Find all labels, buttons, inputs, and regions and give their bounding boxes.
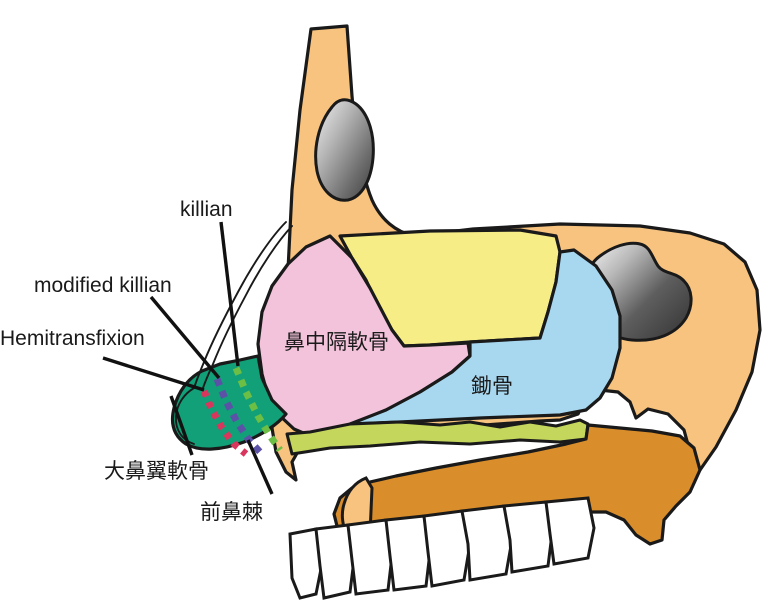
dorsum-skin-line-inner [202, 225, 293, 389]
label-anterior-nasal-spine: 前鼻棘 [200, 500, 263, 524]
tooth-7 [502, 500, 554, 574]
tooth-8 [544, 496, 596, 566]
leader-anterior-nasal-spine [246, 439, 274, 495]
dorsum-skin-line [193, 221, 287, 389]
region-frontal-sinus-cavity [314, 98, 375, 202]
region-vomer [348, 248, 622, 426]
incision-killian [232, 366, 283, 453]
label-septal-cartilage: 鼻中隔軟骨 [284, 330, 389, 354]
label-hemitransfixion: Hemitransfixion [0, 327, 145, 350]
tooth-4 [384, 514, 432, 592]
label-greater-alar-cartilage: 大鼻翼軟骨 [104, 459, 209, 483]
leader-hemitransfixion [102, 356, 205, 392]
label-vomer: 鋤骨 [471, 374, 513, 398]
vomer-shape [348, 248, 622, 426]
leader-lines-group [102, 221, 274, 495]
region-palatine-maxilla [332, 423, 702, 546]
labels-group: killian modified killian Hemitransfixion… [0, 198, 513, 524]
leader-alar-cartilage [169, 395, 194, 456]
incision-hemitransfixion [200, 389, 249, 457]
label-modified-killian: modified killian [34, 274, 172, 297]
incision-modified-killian [213, 377, 263, 455]
incision-lines-group [200, 366, 283, 457]
leader-modified-killian [149, 295, 221, 380]
leader-killian [219, 221, 240, 367]
teeth-row [288, 496, 596, 600]
label-killian: killian [180, 198, 233, 221]
tooth-3 [346, 518, 394, 596]
frontal-sinus-shape [314, 98, 375, 202]
